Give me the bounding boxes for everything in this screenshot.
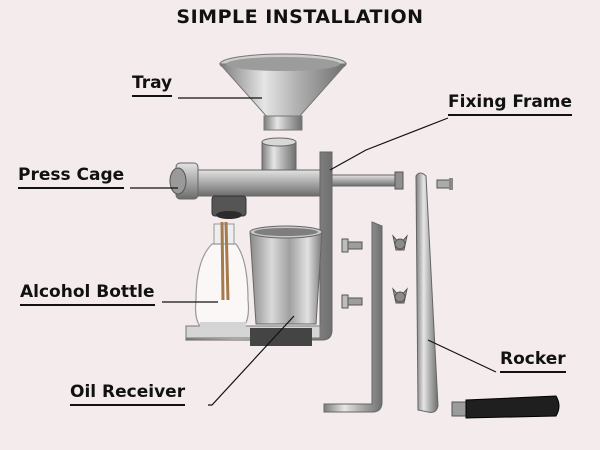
oil-receiver-cup [249, 225, 323, 325]
screw-shaft [329, 171, 404, 190]
label-tray: Tray [132, 73, 173, 97]
fixing-frame-pointer [329, 117, 449, 171]
label-fixing-frame: Fixing Frame [448, 92, 573, 116]
label-rocker: Rocker [500, 349, 566, 373]
tray-funnel [218, 53, 348, 131]
clamp-bar [323, 221, 383, 413]
oil-receiver-pointer [208, 315, 295, 406]
label-alcohol-bottle: Alcohol Bottle [20, 282, 155, 306]
press-cage [169, 162, 331, 219]
diagram-title: SIMPLE INSTALLATION [176, 6, 424, 28]
rocker-handle [451, 395, 560, 419]
rocker-arm [415, 172, 453, 413]
rocker-pointer [427, 339, 497, 373]
alcohol-bottle [194, 221, 250, 328]
fixing-frame [185, 151, 333, 346]
bolts-and-wing-nuts [341, 234, 408, 309]
label-press-cage: Press Cage [18, 165, 125, 189]
label-oil-receiver: Oil Receiver [70, 382, 186, 406]
pointer-lines [130, 97, 497, 406]
